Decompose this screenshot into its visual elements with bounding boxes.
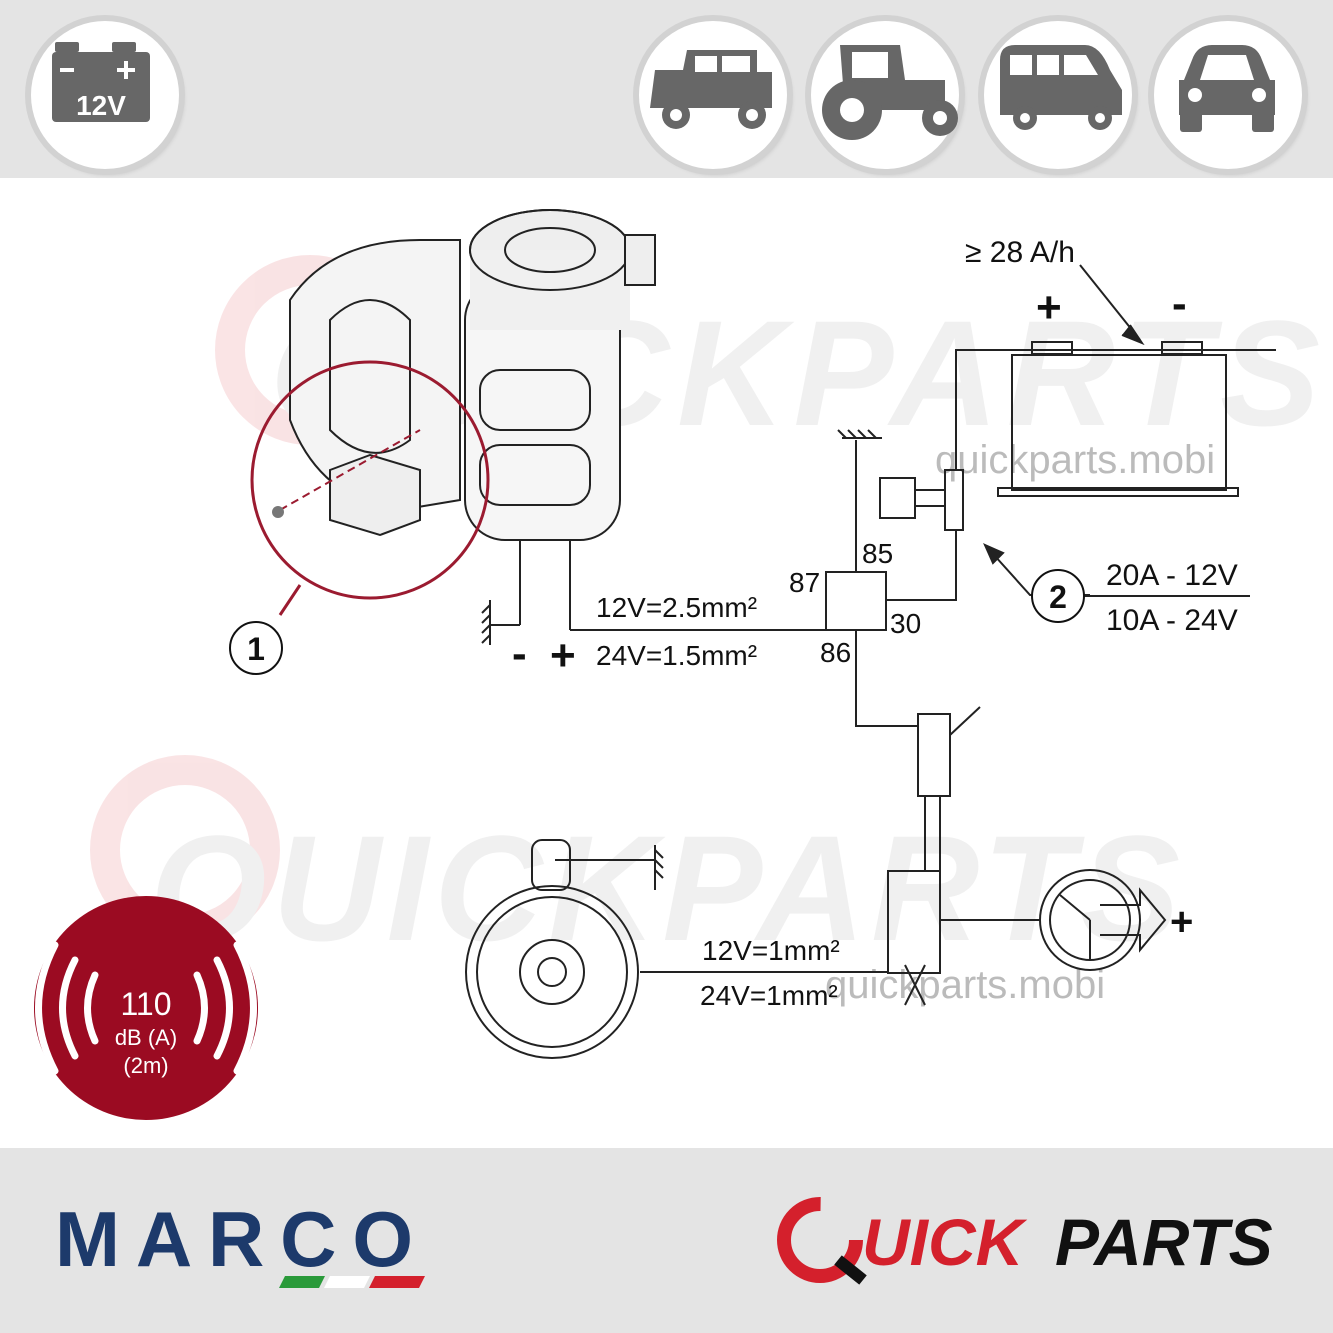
relay-detail-callout — [250, 360, 490, 616]
callout-2-circle — [1031, 569, 1085, 623]
circuit-wires — [465, 264, 1276, 1059]
relay-pin-85: 85 — [862, 538, 893, 569]
sound-level-value: 110 — [120, 986, 171, 1022]
fuse-24v-label: 10A - 24V — [1106, 604, 1238, 637]
sound-level-distance: (2m) — [123, 1053, 168, 1078]
marco-logo-text: MARCO — [55, 1195, 413, 1283]
watermark-url-bottom: quickparts.mobi — [825, 963, 1105, 1007]
sound-level-badge: 110 dB (A) (2m) — [34, 896, 258, 1120]
battery-plus-label: + — [1036, 283, 1062, 332]
quickparts-logo-uick: UICK — [862, 1205, 1028, 1279]
relay-pin-86: 86 — [820, 637, 851, 668]
watermark-brand-bottom: QUICKPARTS — [150, 804, 1180, 972]
callout-1-label: 1 — [247, 631, 265, 667]
watermark-url-top: quickparts.mobi — [935, 438, 1215, 482]
battery-capacity-label: ≥ 28 A/h — [965, 236, 1075, 269]
sound-level-unit: dB (A) — [115, 1025, 177, 1050]
voltage-label: 12V — [76, 90, 126, 121]
horn-minus-label: - — [512, 629, 527, 678]
sound-waves-icon — [35, 941, 257, 1075]
wire-switch-12v-label: 12V=1mm² — [702, 935, 840, 966]
wire-switch-24v-label: 24V=1mm² — [700, 980, 838, 1011]
marco-logo: MARCO — [55, 1195, 425, 1288]
quickparts-logo-q: Q — [0, 0, 1, 1]
quickparts-logo-parts: PARTS — [1055, 1205, 1273, 1279]
wire-horn-24v-label: 24V=1.5mm² — [596, 640, 757, 671]
tractor-icon — [822, 45, 958, 140]
fuse-12v-label: 20A - 12V — [1106, 559, 1238, 592]
horn-illustration — [289, 209, 656, 630]
battery-minus-label: - — [1172, 279, 1187, 328]
wire-horn-12v-label: 12V=2.5mm² — [596, 592, 757, 623]
van-icon — [1000, 45, 1122, 130]
steering-plus-label: + — [1170, 900, 1193, 944]
battery-icon: 12V — [52, 42, 150, 122]
callout-2-label: 2 — [1049, 579, 1067, 615]
footer-band — [0, 1148, 1333, 1333]
off-road-vehicle-icon — [650, 50, 772, 129]
horn-plus-label: + — [550, 631, 576, 680]
car-icon — [1179, 45, 1275, 132]
quickparts-logo: Q UICK PARTS — [0, 0, 1273, 1285]
relay-pin-30: 30 — [890, 608, 921, 639]
callout-1-circle — [229, 621, 283, 675]
relay-pin-87: 87 — [789, 567, 820, 598]
